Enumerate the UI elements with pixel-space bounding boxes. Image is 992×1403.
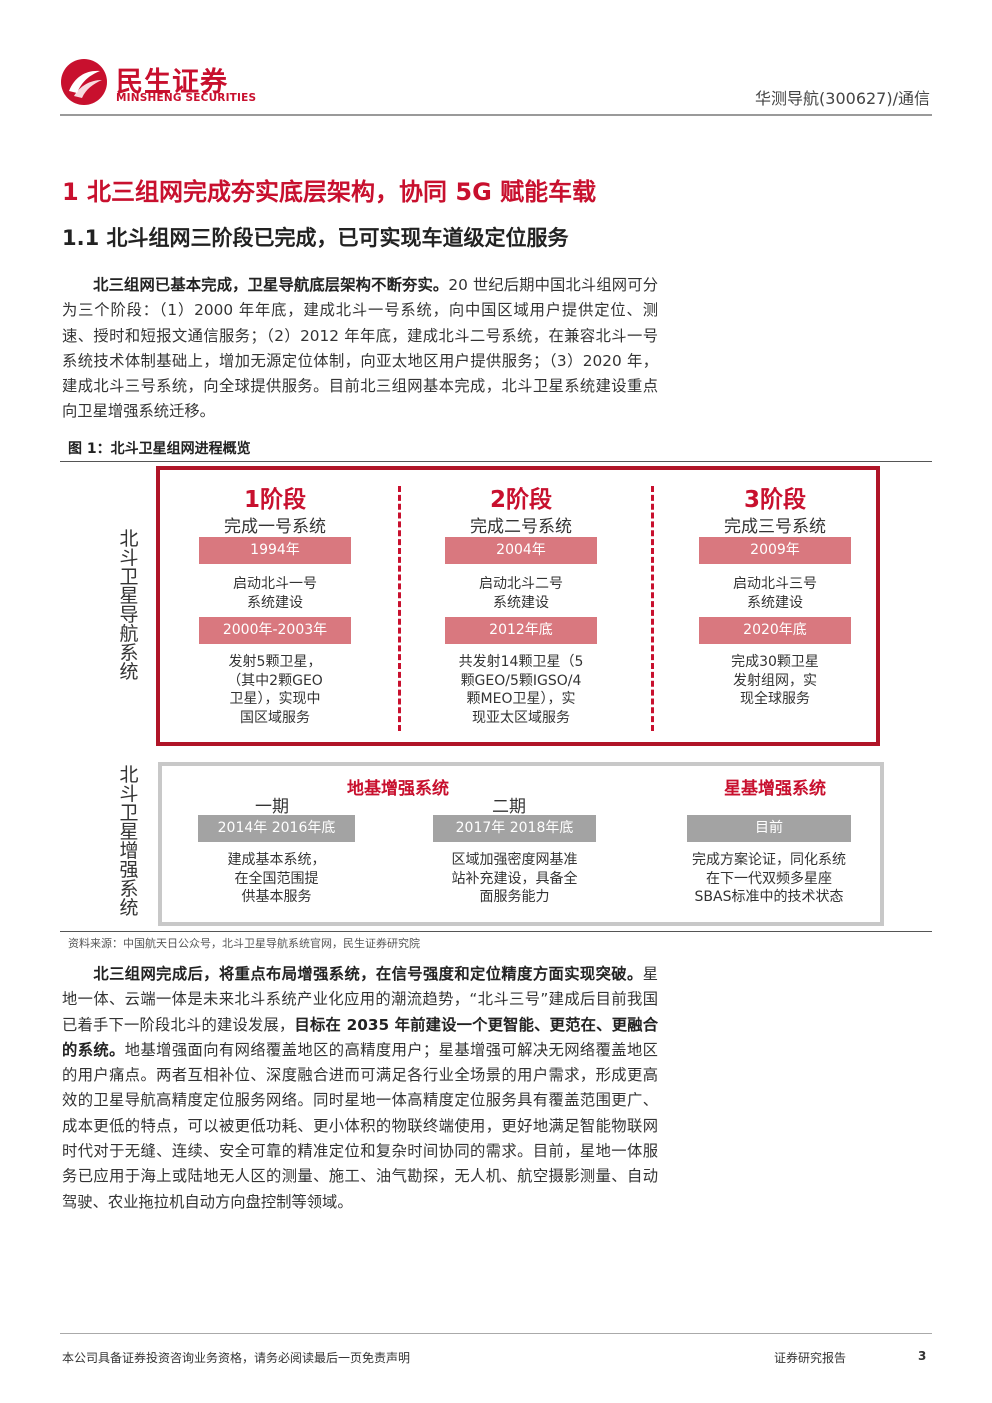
ground-phase-1-desc: 建成基本系统， 在全国范围提 供基本服务 xyxy=(227,852,326,905)
stage-divider xyxy=(651,486,654,731)
subsection-heading: 1.1 北斗组网三阶段已完成，已可实现车道级定位服务 xyxy=(62,226,569,250)
section-heading: 1 北三组网完成夯实底层架构，协同 5G 赋能车载 xyxy=(62,178,597,206)
logo-chinese: 民生证券 xyxy=(116,67,228,98)
intro-text: 20 世纪后期中国北斗组网可分为三个阶段：（1）2000 年年底，建成北斗一号系… xyxy=(62,276,658,421)
ground-phase-2-years: 2017年 2018年底 xyxy=(433,815,596,842)
figure-source: 资料来源：中国航天日公众号，北斗卫星导航系统官网，民生证券研究院 xyxy=(68,937,420,950)
minsheng-logo-icon xyxy=(61,59,107,105)
report-stock-tag: 华测导航(300627)/通信 xyxy=(755,89,930,108)
body-bold-goal: 目标在 2035 年前建设一个更智能、更范在、更融合的系统。 xyxy=(62,1015,658,1059)
stage-2-desc-start: 启动北斗二号 系统建设 xyxy=(479,576,563,611)
stage-2-year-start: 2004年 xyxy=(445,537,597,564)
stage-3-year-start: 2009年 xyxy=(699,537,851,564)
footer-divider xyxy=(60,1333,932,1334)
stage-2-desc-end: 共发射14颗卫星（5 颗GEO/5颗IGSO/4 颗MEO卫星），实 现亚太区域… xyxy=(458,654,584,726)
ground-phase-1-years: 2014年 2016年底 xyxy=(198,815,355,842)
intro-paragraph: 北三组网已基本完成，卫星导航底层架构不断夯实。20 世纪后期中国北斗组网可分为三… xyxy=(62,273,658,425)
stage-2-year-end: 2012年底 xyxy=(445,617,597,644)
header-divider xyxy=(60,114,932,116)
nav-system-label: 北斗卫星导航系统 xyxy=(119,528,139,683)
stage-3-title: 3阶段 xyxy=(743,487,806,513)
ground-augment-title: 地基增强系统 xyxy=(347,779,449,799)
stage-1-desc-start: 启动北斗一号 系统建设 xyxy=(233,576,317,611)
stage-1-title: 1阶段 xyxy=(243,487,306,513)
body-text-a: 星地一体、云端一体是未来北斗系统产业化应用的潮流趋势，“北斗三号”建成后目前我国… xyxy=(62,965,658,1034)
satellite-augment-status: 目前 xyxy=(687,815,851,842)
satellite-augment-desc: 完成方案论证，同化系统 在下一代双频多星座 SBAS标准中的技术状态 xyxy=(692,852,846,905)
stage-2-title: 2阶段 xyxy=(489,487,552,513)
augment-system-label: 北斗卫星增强系统 xyxy=(119,764,139,919)
footer-disclaimer: 本公司具备证券投资咨询业务资格，请务必阅读最后一页免责声明 xyxy=(62,1351,411,1365)
figure-top-rule xyxy=(60,461,932,462)
body-paragraph: 北三组网完成后，将重点布局增强系统，在信号强度和定位精度方面实现突破。星地一体、… xyxy=(62,962,658,1215)
stage-1-desc-end: 发射5颗卫星， （其中2颗GEO 卫星），实现中 国区域服务 xyxy=(227,654,323,726)
ground-phase-2-label: 二期 xyxy=(492,797,526,817)
ground-phase-1-label: 一期 xyxy=(255,797,289,817)
figure-bottom-rule xyxy=(60,931,932,932)
augment-systems-box xyxy=(158,762,884,926)
page-number: 3 xyxy=(918,1349,927,1363)
stage-2-subtitle: 完成二号系统 xyxy=(470,517,572,537)
stage-1-year-start: 1994年 xyxy=(199,537,351,564)
stage-3-desc-start: 启动北斗三号 系统建设 xyxy=(733,576,817,611)
ground-phase-2-desc: 区域加强密度网基准 站补充建设，具备全 面服务能力 xyxy=(451,852,578,905)
stage-3-desc-end: 完成30颗卫星 发射组网，实 现全球服务 xyxy=(731,654,819,707)
stage-3-subtitle: 完成三号系统 xyxy=(724,517,826,537)
body-text-b: 地基增强面向有网络覆盖地区的高精度用户；星基增强可解决无网络覆盖地区的用户痛点。… xyxy=(62,1040,658,1211)
satellite-augment-title: 星基增强系统 xyxy=(724,779,826,799)
stage-3-year-end: 2020年底 xyxy=(699,617,851,644)
figure-title: 图 1：北斗卫星组网进程概览 xyxy=(68,441,251,457)
nav-stages-box xyxy=(156,466,880,746)
footer-report-type: 证券研究报告 xyxy=(774,1351,847,1365)
stage-1-year-end: 2000年-2003年 xyxy=(199,617,351,644)
stage-1-subtitle: 完成一号系统 xyxy=(224,517,326,537)
body-lead: 北三组网完成后，将重点布局增强系统，在信号强度和定位精度方面实现突破。 xyxy=(93,965,643,983)
logo-english: MINSHENG SECURITIES xyxy=(116,92,257,104)
intro-lead: 北三组网已基本完成，卫星导航底层架构不断夯实。 xyxy=(93,276,449,294)
stage-divider xyxy=(398,486,401,731)
